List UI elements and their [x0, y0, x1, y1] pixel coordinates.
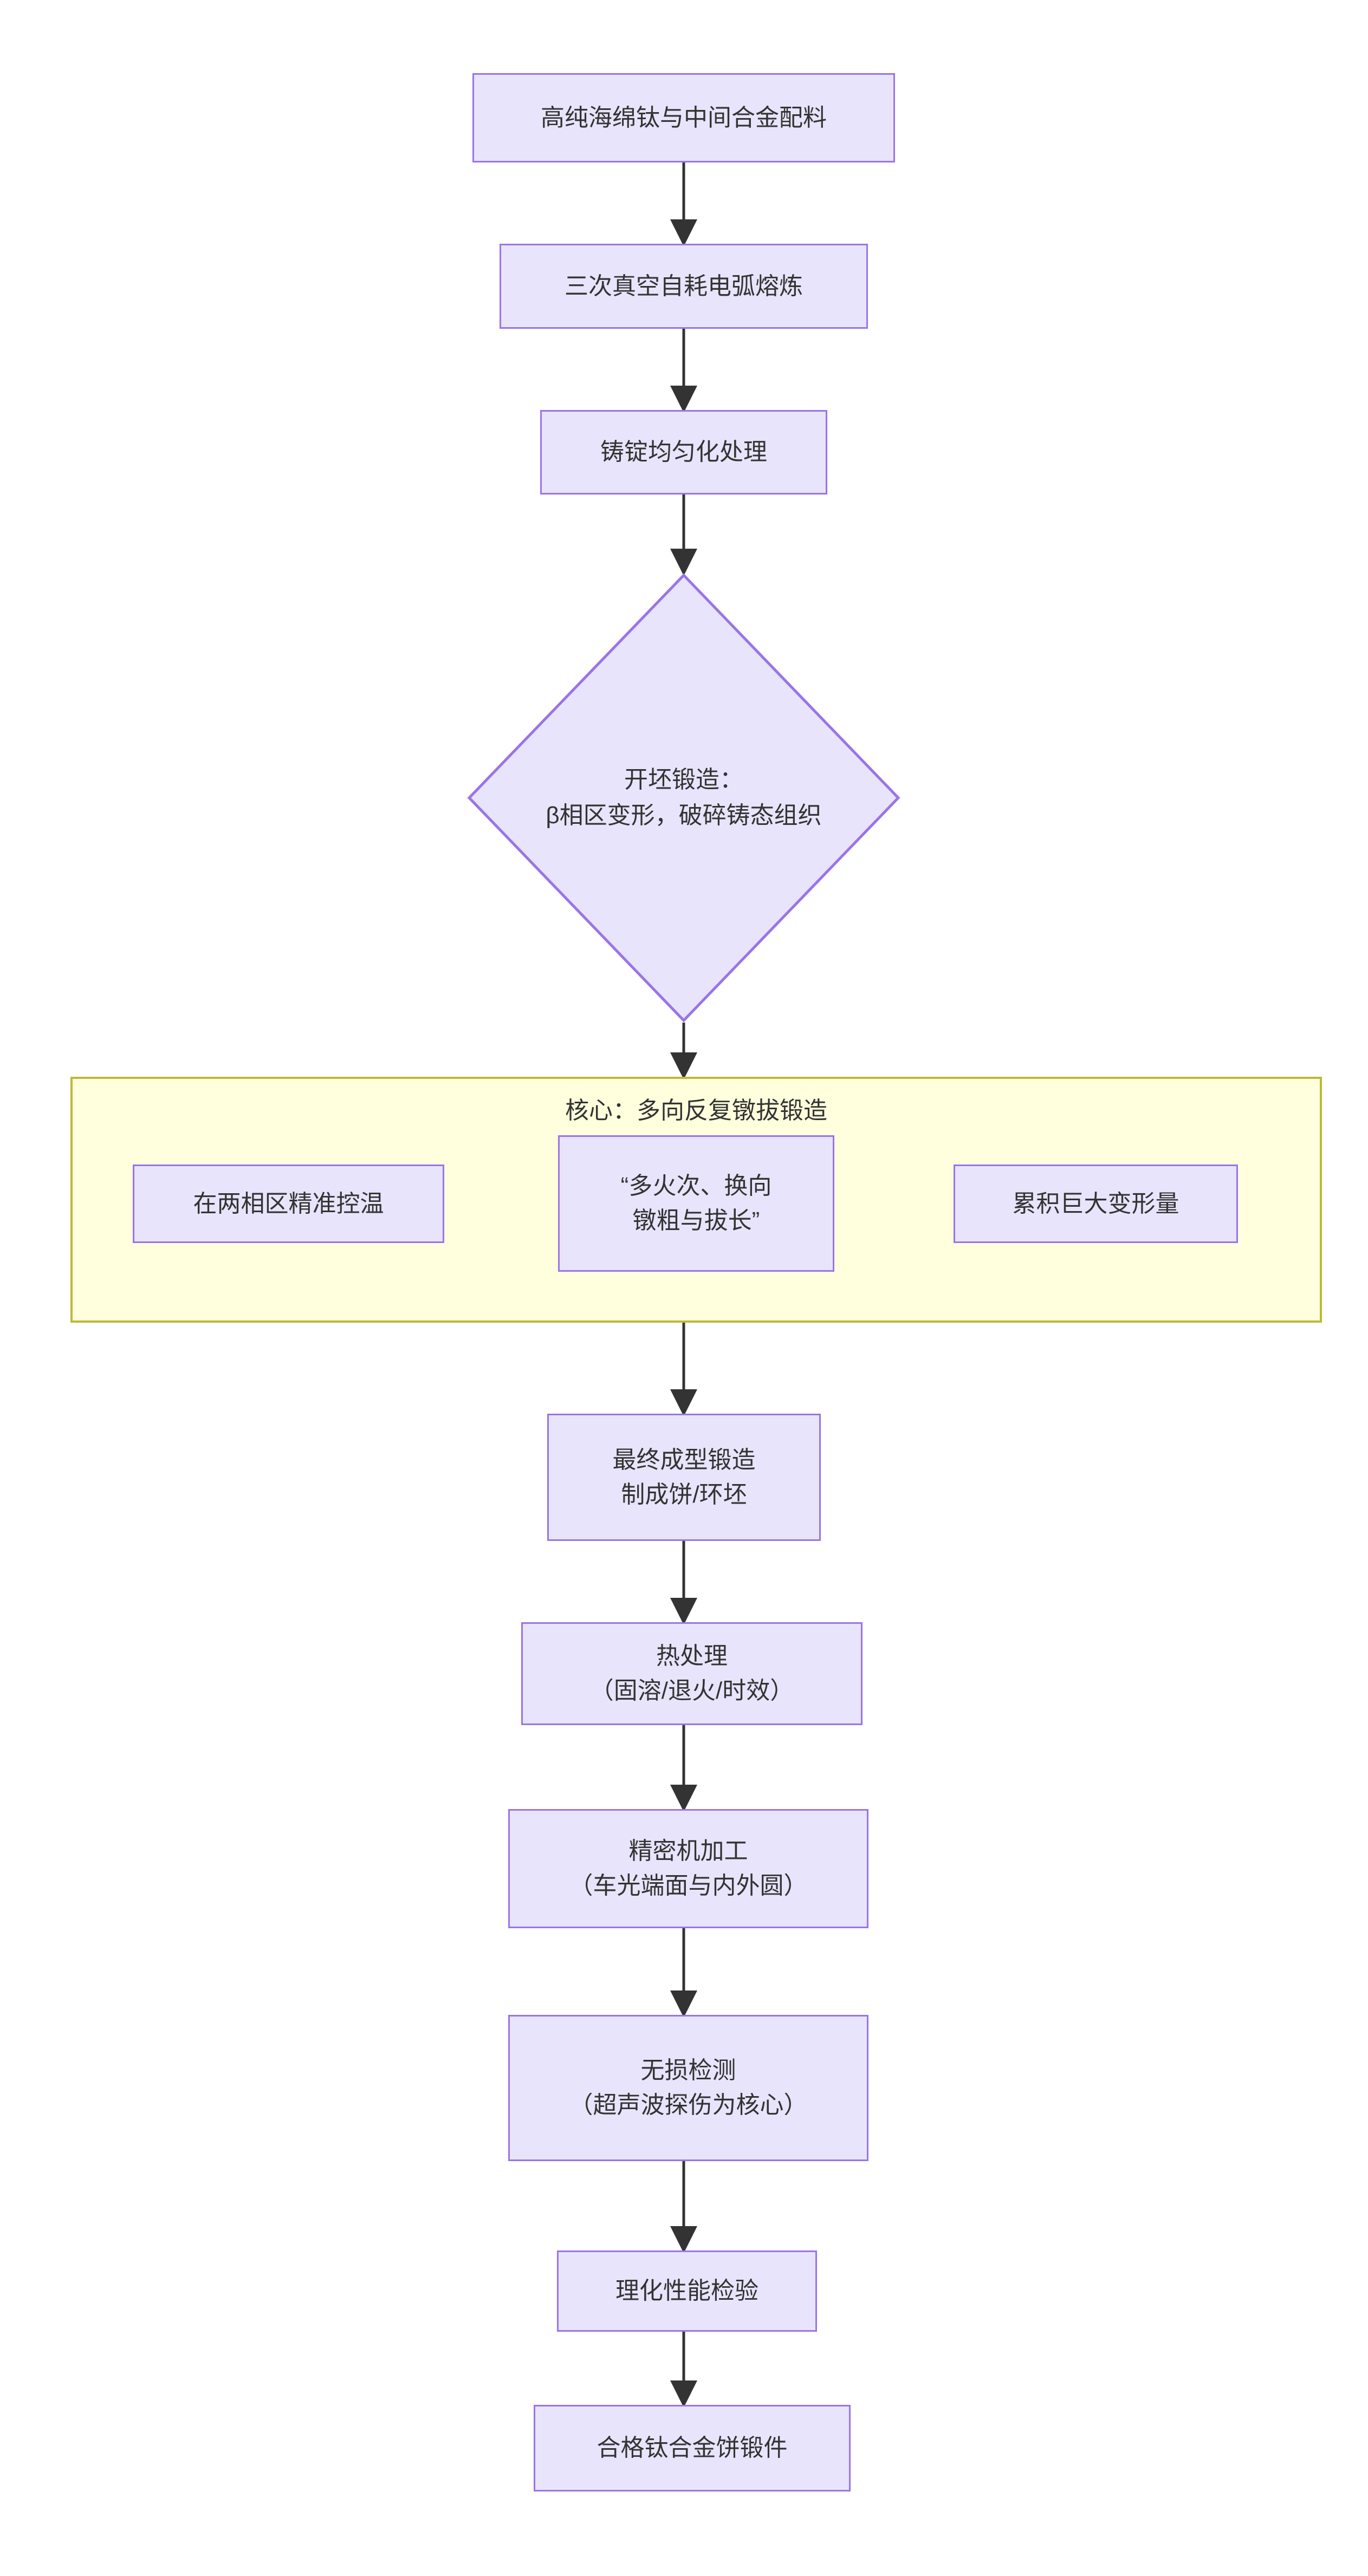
node-nondestructive-testing-label: 无损检测 （超声波探伤为核心）: [569, 2057, 808, 2118]
node-multi-heat-upsetting-drawing[interactable]: “多火次、换向 镦粗与拔长”: [558, 1135, 834, 1272]
node-physicochemical-inspection-label: 理化性能检验: [615, 2278, 758, 2305]
node-final-forming-forging[interactable]: 最终成型锻造 制成饼/环坯: [547, 1414, 821, 1541]
node-heat-treatment[interactable]: 热处理 （固溶/退火/时效）: [521, 1622, 863, 1725]
node-qualified-forging[interactable]: 合格钛合金饼锻件: [534, 2405, 851, 2492]
node-nondestructive-testing[interactable]: 无损检测 （超声波探伤为核心）: [508, 2015, 868, 2161]
diamond-shape: [467, 573, 900, 1023]
node-ingot-homogenization-label: 铸锭均匀化处理: [600, 439, 767, 466]
node-final-forming-forging-label: 最终成型锻造 制成饼/环坯: [612, 1446, 756, 1508]
node-accumulated-deformation-label: 累积巨大变形量: [1012, 1190, 1179, 1217]
node-vacuum-arc-melting-label: 三次真空自耗电弧熔炼: [565, 272, 803, 300]
node-accumulated-deformation[interactable]: 累积巨大变形量: [954, 1165, 1238, 1243]
node-precision-machining[interactable]: 精密机加工 （车光端面与内外圆）: [508, 1809, 868, 1928]
node-cogging-forging[interactable]: 开坯锻造： β相区变形，破碎铸态组织: [467, 573, 900, 1023]
node-two-phase-temperature-control[interactable]: 在两相区精准控温: [133, 1165, 444, 1243]
node-ingot-homogenization[interactable]: 铸锭均匀化处理: [540, 410, 827, 495]
node-cogging-forging-label: 开坯锻造： β相区变形，破碎铸态组织: [546, 766, 822, 829]
node-vacuum-arc-melting[interactable]: 三次真空自耗电弧熔炼: [500, 244, 868, 329]
node-multi-heat-upsetting-drawing-label: “多火次、换向 镦粗与拔长”: [620, 1173, 772, 1234]
node-physicochemical-inspection[interactable]: 理化性能检验: [557, 2250, 817, 2332]
node-qualified-forging-label: 合格钛合金饼锻件: [597, 2435, 788, 2462]
node-raw-material[interactable]: 高纯海绵钛与中间合金配料: [472, 73, 895, 162]
node-heat-treatment-label: 热处理 （固溶/退火/时效）: [589, 1643, 794, 1704]
node-two-phase-temperature-control-label: 在两相区精准控温: [193, 1190, 384, 1217]
node-raw-material-label: 高纯海绵钛与中间合金配料: [541, 104, 827, 131]
node-precision-machining-label: 精密机加工 （车光端面与内外圆）: [569, 1838, 808, 1899]
subgraph-core-forging-title: 核心：多向反复镦拔锻造: [565, 1097, 827, 1124]
